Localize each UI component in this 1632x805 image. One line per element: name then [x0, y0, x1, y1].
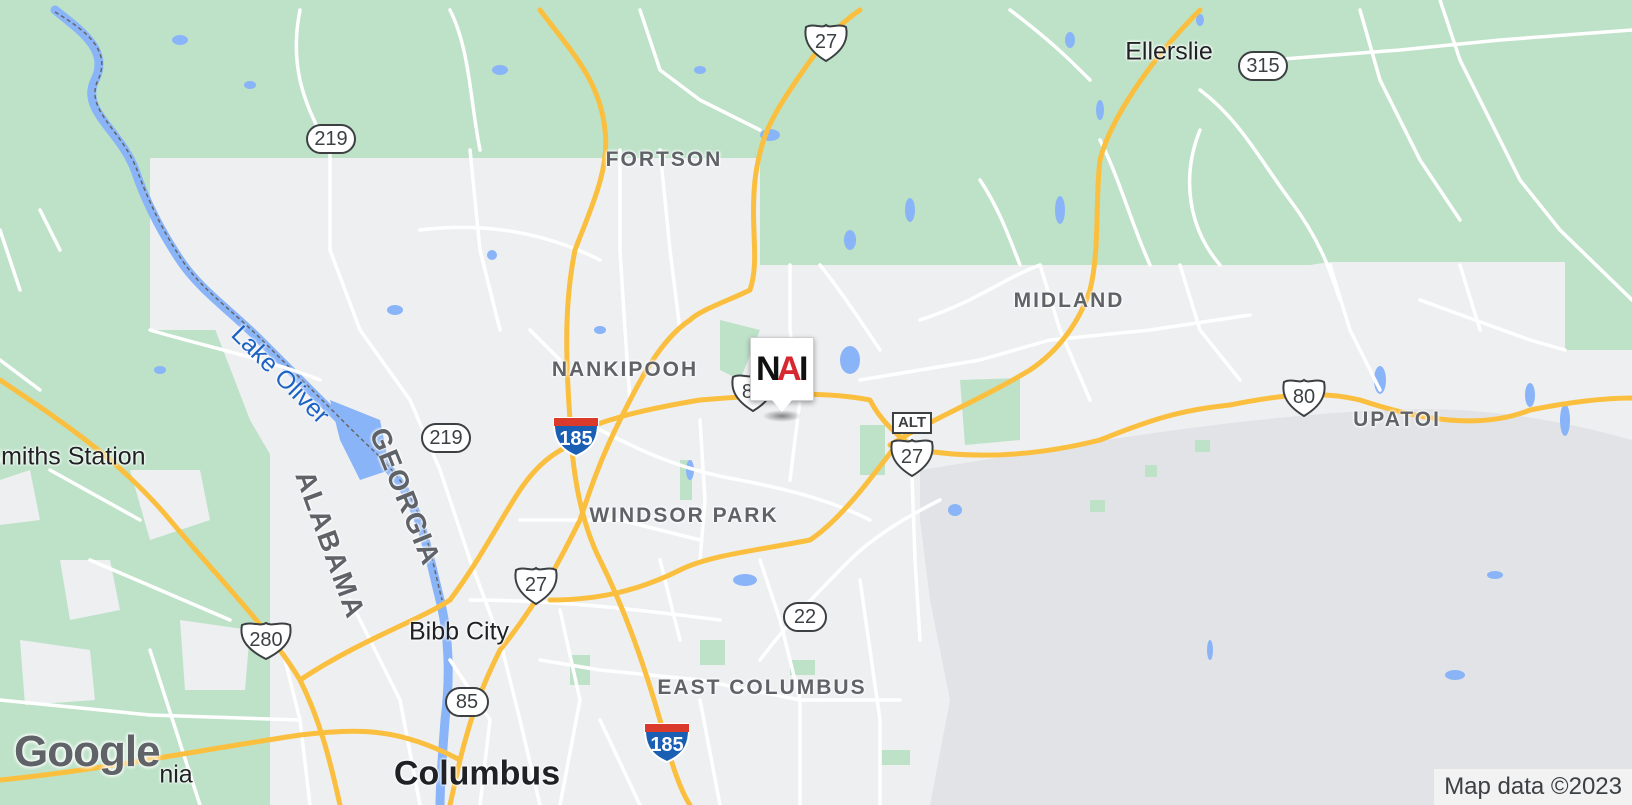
us-route-shield-27-west: 27	[512, 566, 560, 606]
place-label-ellerslie: Ellerslie	[1125, 37, 1213, 66]
place-label-upatoi: UPATOI	[1353, 408, 1441, 431]
state-route-shield-22: 22	[783, 602, 827, 632]
google-logo[interactable]: Google	[14, 727, 161, 776]
us-route-shield-280: 280	[238, 621, 294, 661]
interstate-shield-185-south: 185	[642, 720, 692, 764]
us-route-shield-27-alt: 27	[888, 438, 936, 478]
svg-text:I: I	[799, 350, 808, 388]
svg-text:N: N	[756, 350, 781, 388]
place-label-phenix-city-fragment: nia	[159, 760, 193, 789]
place-label-east-columbus: EAST COLUMBUS	[657, 676, 867, 699]
marker-shadow	[762, 410, 802, 422]
place-label-fortson: FORTSON	[605, 148, 723, 171]
place-label-columbus: Columbus	[393, 754, 561, 793]
alt-route-tag: ALT	[891, 412, 933, 434]
state-route-shield-219-south: 219	[421, 423, 471, 453]
nai-logo-icon: N A I	[756, 350, 808, 388]
state-route-shield-219-north: 219	[306, 124, 356, 154]
place-label-midland: MIDLAND	[1013, 289, 1125, 312]
location-marker-nai[interactable]: N A I	[750, 337, 814, 412]
map-attribution[interactable]: Map data ©2023	[1434, 769, 1632, 805]
place-label-nankipooh: NANKIPOOH	[551, 358, 699, 381]
state-route-shield-85: 85	[445, 687, 489, 717]
place-label-smiths-station: Smiths Station	[0, 442, 146, 471]
us-route-shield-27-north: 27	[802, 23, 850, 63]
place-label-windsor-park: WINDSOR PARK	[589, 504, 779, 527]
svg-text:A: A	[777, 350, 802, 388]
place-label-bibb-city: Bibb City	[408, 617, 510, 646]
state-route-shield-315: 315	[1238, 51, 1288, 81]
us-route-shield-80-east: 80	[1280, 378, 1328, 418]
interstate-shield-185-north: 185	[551, 414, 601, 458]
